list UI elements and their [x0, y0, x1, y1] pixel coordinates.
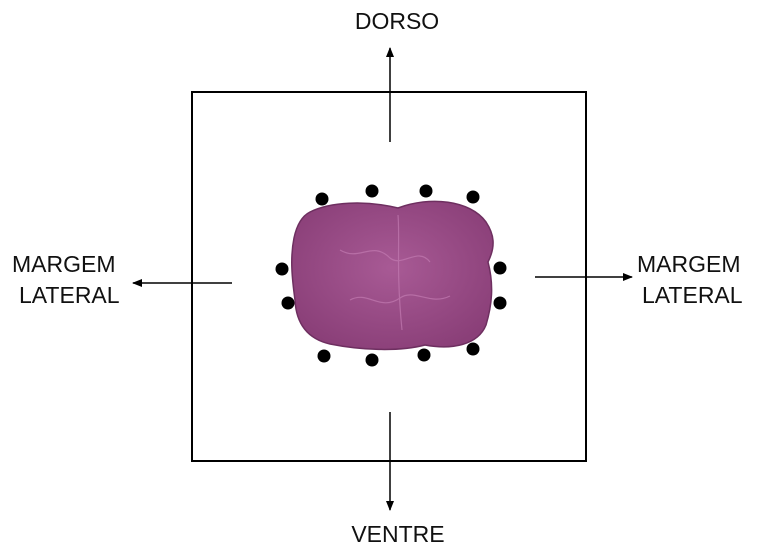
- marker-dot: [282, 297, 295, 310]
- label-left-line2: LATERAL: [19, 282, 120, 308]
- marker-dot: [316, 193, 329, 206]
- marker-dot: [494, 297, 507, 310]
- marker-dot: [420, 185, 433, 198]
- marker-dot: [494, 262, 507, 275]
- marker-dot: [276, 263, 289, 276]
- label-ventre: VENTRE: [351, 521, 444, 547]
- label-right-line2: LATERAL: [642, 282, 743, 308]
- marker-dot: [467, 191, 480, 204]
- label-dorso: DORSO: [355, 8, 439, 34]
- marker-dot: [366, 354, 379, 367]
- marker-dot: [366, 185, 379, 198]
- marker-dot: [467, 343, 480, 356]
- marker-dot: [418, 349, 431, 362]
- label-right-line1: MARGEM: [637, 251, 741, 277]
- marker-dot: [318, 350, 331, 363]
- tissue-section: [292, 201, 493, 349]
- label-left-line1: MARGEM: [12, 251, 116, 277]
